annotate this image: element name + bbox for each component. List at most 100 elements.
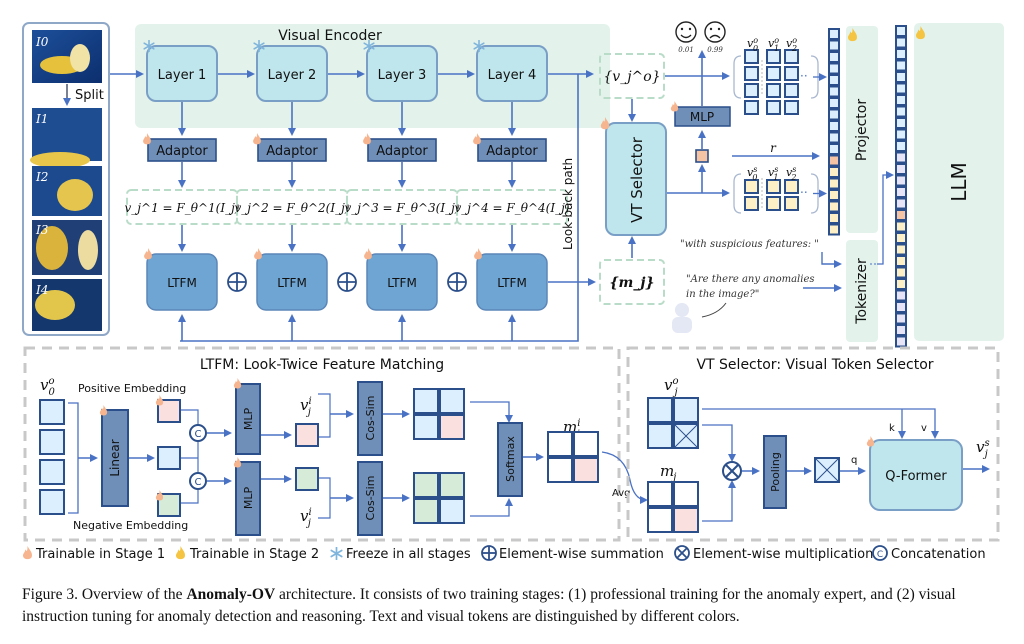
split-label: Split — [75, 88, 104, 103]
legend: Trainable in Stage 1 Trainable in Stage … — [22, 545, 986, 562]
sum-icon — [337, 272, 357, 292]
llm-token — [895, 25, 907, 37]
negative-embedding-label: Negative Embedding — [73, 519, 188, 532]
adaptor-2: Adaptor — [253, 133, 327, 162]
selected-token-group: ·· — [733, 173, 827, 214]
mj-map — [647, 481, 699, 533]
ltfm-panel-title: LTFM: Look-Twice Feature Matching — [200, 357, 444, 373]
projector-token-column — [828, 28, 840, 236]
positive-embedding-token — [157, 399, 181, 423]
llm-token — [895, 232, 907, 244]
llm-label: LLM — [947, 162, 971, 202]
projector-token — [828, 143, 840, 155]
projector-token — [828, 200, 840, 213]
layer-label: Layer 4 — [488, 68, 537, 83]
llm-token-column — [895, 25, 907, 348]
mj-panel-label: mj — [660, 462, 676, 483]
llm-token — [895, 82, 907, 95]
sad-face-icon — [704, 21, 726, 43]
token — [766, 179, 781, 194]
adaptor-4: Adaptor — [473, 133, 547, 162]
image-label-i3: I3 — [35, 223, 49, 237]
feature-formula: v_j^4 = F_θ^4(I_j) — [455, 201, 570, 215]
llm-token — [895, 301, 907, 313]
vt-selector-block: VT Selector — [600, 117, 667, 236]
multiply-legend-icon — [674, 545, 690, 561]
qformer-label: Q-Former — [885, 469, 947, 484]
prompt-question-line1: "Are there any anomalies — [686, 274, 815, 285]
negative-prompt-token — [295, 467, 319, 491]
vjo-set: {v_j^o} — [599, 53, 665, 99]
token — [766, 49, 781, 64]
llm-token — [895, 243, 907, 256]
grid-cell — [547, 457, 573, 483]
grid-cell — [413, 388, 439, 414]
llm-token — [895, 174, 907, 187]
figure-caption: Figure 3. Overview of the Anomaly-OV arc… — [22, 584, 1007, 628]
linear-block: Linear — [99, 405, 129, 507]
cossim-bottom-label: Cos-Sim — [364, 476, 377, 521]
multiply-icon — [722, 461, 742, 481]
legend-freeze: Freeze in all stages — [346, 547, 471, 562]
feature-2: v_j^2 = F_θ^2(I_j) — [235, 189, 350, 225]
stage2-flame-icon — [175, 546, 185, 560]
look-back-path: Look-back path — [180, 70, 594, 342]
adaptor-label: Adaptor — [266, 144, 318, 159]
mlp-positive-label: MLP — [242, 408, 255, 431]
token — [784, 179, 799, 194]
v0o-token — [39, 429, 65, 455]
llm-token — [895, 48, 907, 60]
token — [744, 49, 759, 64]
stage1-flame-icon — [22, 546, 32, 560]
layer-label: Layer 1 — [158, 68, 207, 83]
flame-icon — [253, 133, 261, 145]
visual-encoder-title: Visual Encoder — [278, 28, 382, 44]
mlp-negative-block: MLP — [233, 457, 261, 536]
projector-token — [828, 28, 840, 40]
grid-cell — [413, 498, 439, 524]
original-token-group: ·· — [733, 49, 827, 115]
concat-legend-icon: C — [872, 545, 888, 561]
softmax-label: Softmax — [504, 436, 517, 482]
image-label-i2: I2 — [35, 170, 48, 184]
ltfm-label: LTFM — [387, 276, 417, 290]
token — [744, 83, 759, 98]
token — [744, 100, 759, 115]
projector-token — [828, 62, 840, 75]
encoder-layer-2: Layer 2 — [253, 40, 328, 102]
tokenizer-label: Tokenizer — [854, 258, 870, 325]
concat-icon-top: C — [189, 424, 207, 442]
flame-icon — [143, 133, 151, 145]
grid-cell — [647, 481, 673, 507]
svg-text:C: C — [877, 550, 883, 560]
input-image-i2: I2 — [32, 166, 102, 216]
vt-selector-panel — [626, 346, 1000, 542]
anomaly-score: 0.99 — [707, 46, 723, 54]
vjo-set-label: {v_j^o} — [603, 69, 660, 85]
llm-token — [895, 335, 907, 348]
grid-cell — [647, 423, 673, 449]
legend-sum: Element-wise summation — [499, 547, 664, 562]
image-label-i4: I4 — [35, 283, 48, 297]
grid-cell — [439, 414, 465, 440]
k-label: k — [889, 423, 895, 434]
projector-token — [828, 85, 840, 98]
llm-token — [895, 266, 907, 279]
happy-face-icon — [675, 21, 697, 43]
negative-embedding-token — [157, 493, 181, 517]
mji-map — [547, 431, 599, 483]
ellipsis: ·· — [800, 69, 808, 83]
svg-text:C: C — [195, 429, 202, 440]
llm-token — [895, 36, 907, 49]
grid-cell — [673, 507, 699, 533]
ltfm-block-2: LTFM — [254, 248, 328, 311]
image-label-i0: I0 — [35, 35, 49, 49]
